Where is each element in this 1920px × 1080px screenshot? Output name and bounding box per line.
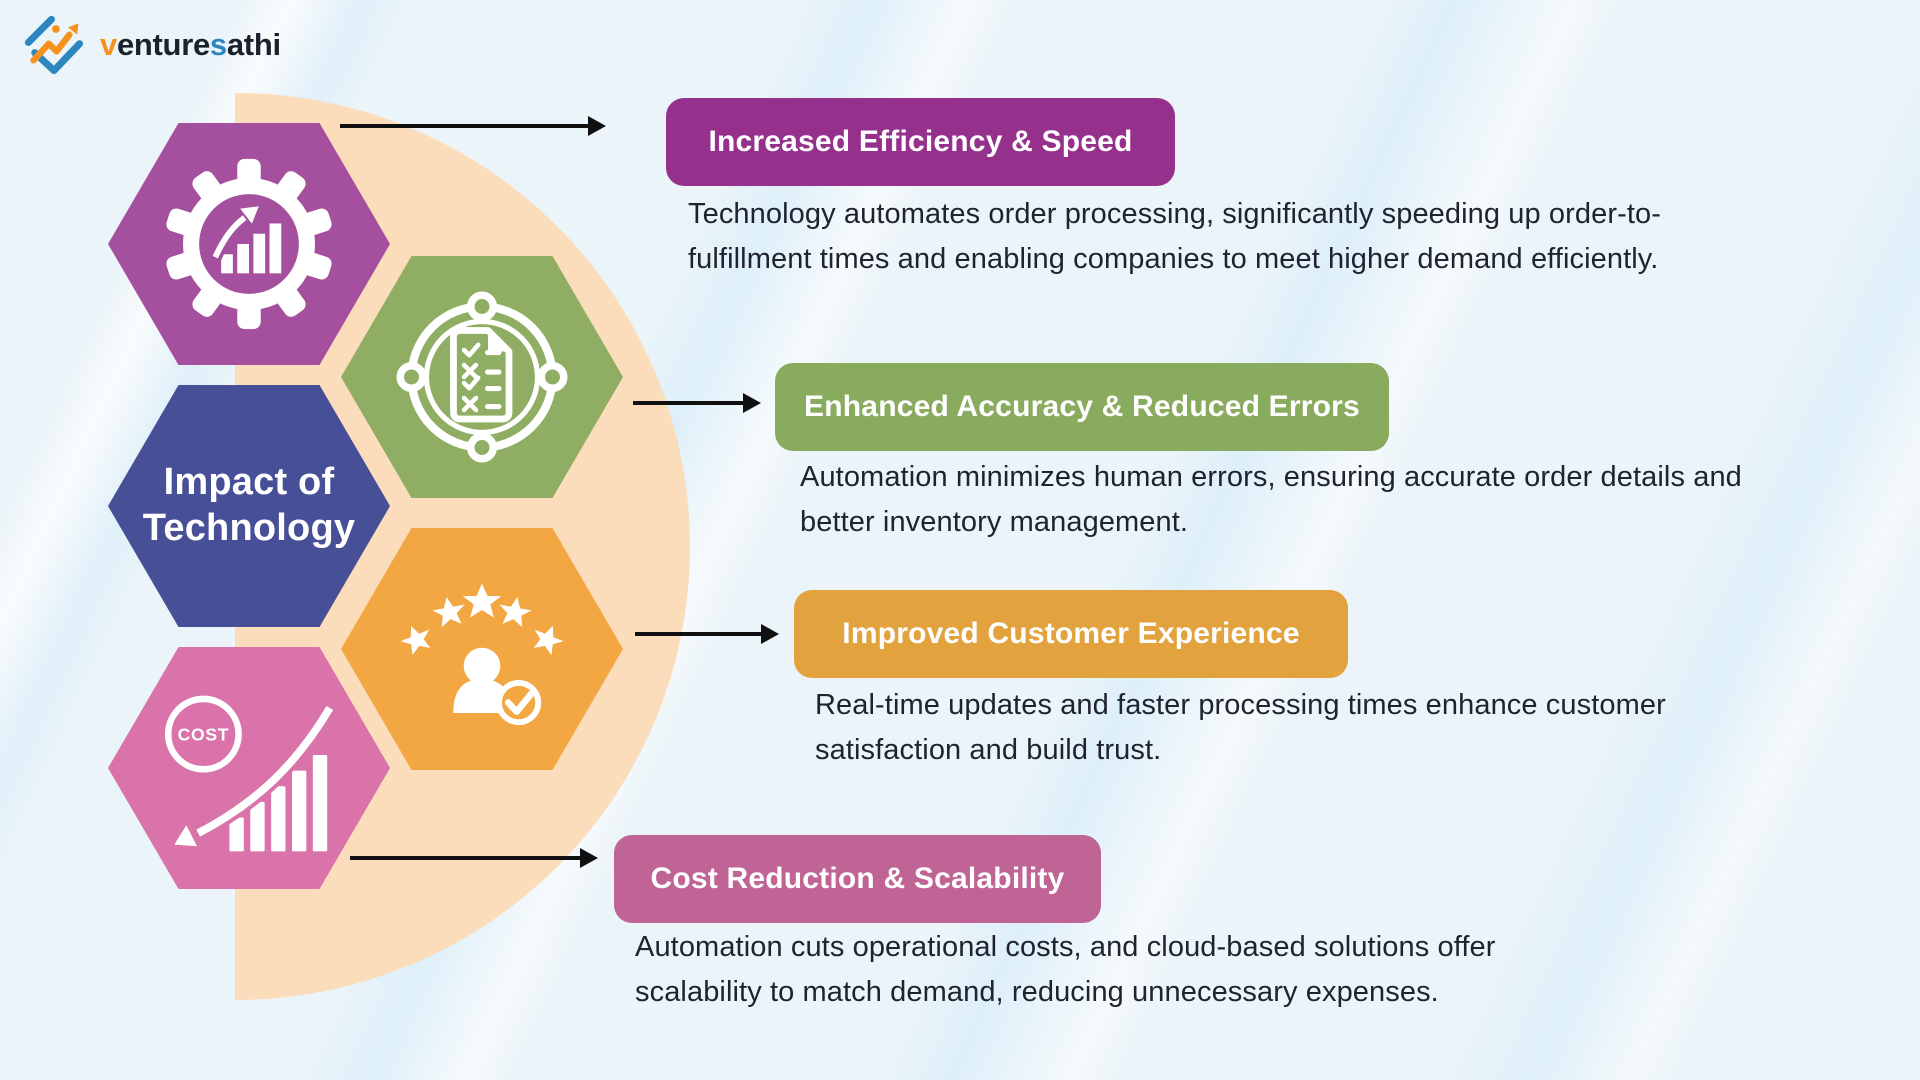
wordmark-enture: enture <box>116 27 210 62</box>
customer-rating-icon <box>396 583 568 726</box>
wordmark-v: v <box>100 27 117 62</box>
venturesathi-logo-icon <box>24 15 84 75</box>
brand-wordmark: venturesathi <box>100 27 281 63</box>
cost-icon-label: COST <box>178 725 229 745</box>
checklist-target-icon <box>396 291 568 463</box>
description-cost-reduction: Automation cuts operational costs, and c… <box>635 931 1496 1008</box>
wordmark-athi: athi <box>226 27 281 62</box>
description-enhanced-accuracy: Automation minimizes human errors, ensur… <box>800 461 1742 538</box>
arrow-to-customer <box>635 624 779 644</box>
pill-enhanced-accuracy: Enhanced Accuracy & Reduced Errors <box>775 363 1389 451</box>
infographic-title: Impact of Technology <box>142 461 356 549</box>
gear-growth-icon <box>166 158 332 330</box>
arrow-to-cost <box>350 848 598 868</box>
arrow-to-accuracy <box>633 393 761 413</box>
pill-cost-reduction: Cost Reduction & Scalability <box>614 835 1101 923</box>
cost-reduction-icon: COST <box>164 695 337 852</box>
description-improved-customer-experience: Real-time updates and faster processing … <box>815 689 1666 766</box>
pill-increased-efficiency: Increased Efficiency & Speed <box>666 98 1175 186</box>
pill-improved-customer-experience: Improved Customer Experience <box>794 590 1348 678</box>
brand-logo: venturesathi <box>22 12 281 78</box>
wordmark-s: s <box>209 27 227 62</box>
arrow-to-efficiency <box>340 116 606 136</box>
description-increased-efficiency: Technology automates order processing, s… <box>688 198 1661 275</box>
